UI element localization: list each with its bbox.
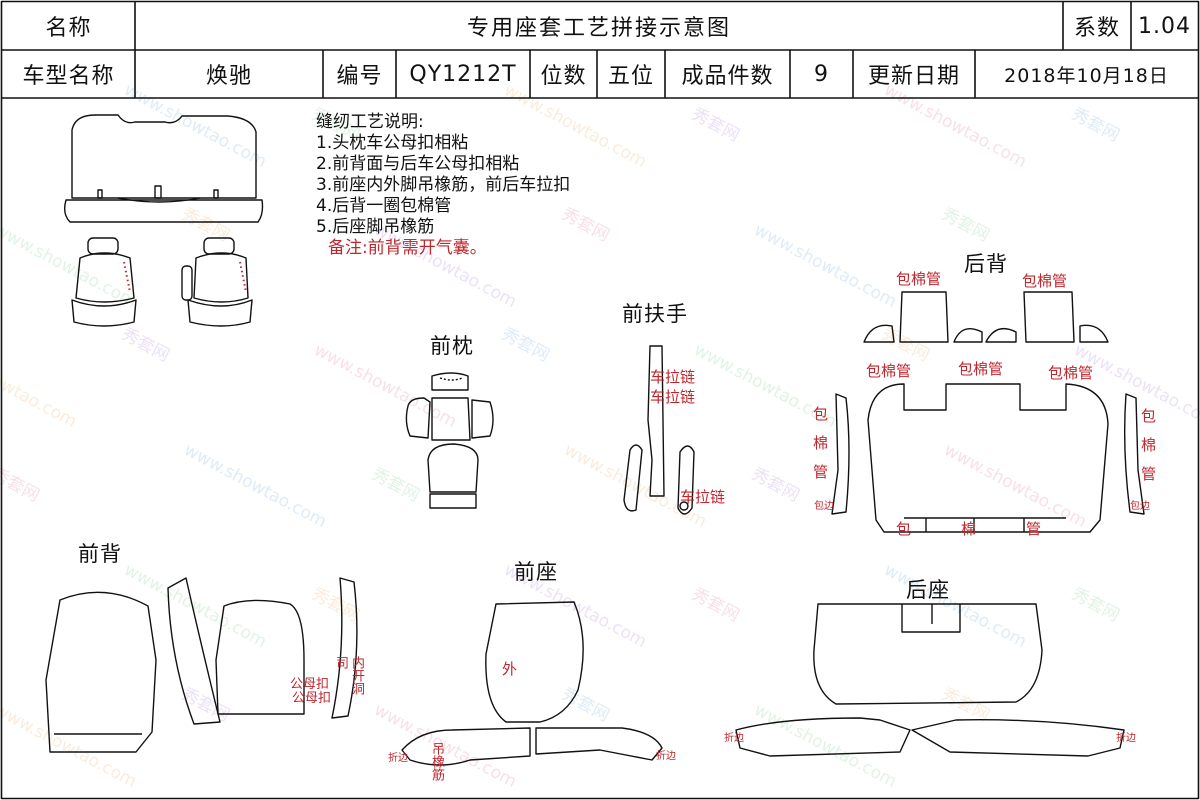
- notes-heading: 缝纫工艺说明:: [316, 112, 424, 132]
- annot-fold: 折边: [1116, 733, 1136, 744]
- note-item: 5.后座脚吊橡筋: [316, 217, 435, 237]
- annot-zipper: 车拉链: [650, 368, 696, 386]
- section-rear-back: 后背: [964, 252, 1008, 276]
- annot-fold: 折边: [656, 751, 676, 762]
- page-title: 专用座套工艺拼接示意图: [466, 16, 731, 41]
- section-front-armrest: 前扶手: [622, 302, 688, 326]
- note-item: 1.头枕车公母扣相粘: [316, 133, 469, 153]
- annot-inner-hole: 内开洞: [349, 656, 364, 695]
- annot-hem: 包边: [814, 501, 834, 512]
- note-item: 3.前座内外脚吊橡筋，前后车拉扣: [316, 175, 571, 195]
- annot-foam-vertical-right: 包棉管: [1139, 408, 1157, 495]
- annot-foam-tube: 包棉管: [866, 362, 912, 380]
- annot-foam-vertical-left: 包棉管: [811, 406, 829, 493]
- front-armrest-pieces: [623, 345, 695, 515]
- annot-foam-tube: 包棉管: [1048, 364, 1094, 382]
- pieces-label: 成品件数: [681, 64, 774, 89]
- pieces-value: 9: [814, 61, 829, 87]
- coef-value: 1.04: [1138, 13, 1191, 39]
- seats-value: 五位: [607, 64, 654, 89]
- annot-snap: 公母扣: [290, 677, 330, 692]
- code-value: QY1212T: [409, 61, 517, 87]
- sewing-notes: 缝纫工艺说明: 1.头枕车公母扣相粘 2.前背面与后车公母扣相粘 3.前座内外脚…: [316, 112, 570, 259]
- front-pillow-pieces: [405, 372, 494, 509]
- section-front-pillow: 前枕: [430, 334, 474, 358]
- section-rear-seat: 后座: [906, 578, 950, 602]
- front-seat-pieces: [401, 601, 663, 766]
- coef-label: 系数: [1073, 16, 1120, 41]
- seats-label: 位数: [540, 64, 587, 89]
- section-front-seat: 前座: [514, 560, 558, 584]
- model-label: 车型名称: [22, 64, 115, 89]
- rear-back-pieces: [831, 291, 1145, 533]
- date-label: 更新日期: [867, 64, 960, 89]
- front-seat-thumbnail-right: [181, 237, 253, 327]
- section-front-back: 前背: [78, 542, 122, 566]
- header-name-label: 名称: [45, 16, 92, 41]
- annot-foam-tube: 包棉管: [958, 360, 1004, 378]
- annot-fold: 折边: [388, 753, 408, 764]
- annot-foam-bottom: 包棉管: [896, 520, 1092, 538]
- note-item: 4.后背一圈包棉管: [316, 196, 452, 216]
- rear-bench-thumbnail: [63, 114, 264, 223]
- annot-zipper: 车拉链: [680, 488, 726, 506]
- notes-remark: 备注:前背需开气囊。: [328, 238, 487, 258]
- annot-foam-tube: 包棉管: [1022, 272, 1068, 290]
- rear-seat-pieces: [735, 603, 1125, 757]
- annot-snap: 公母扣: [292, 691, 332, 706]
- annot-hook: 司: [333, 656, 348, 669]
- note-item: 2.前背面与后车公母扣相粘: [316, 154, 520, 174]
- annot-foam-tube: 包棉管: [896, 270, 942, 288]
- annot-outer: 外: [502, 660, 518, 678]
- annot-zipper: 车拉链: [650, 388, 696, 406]
- date-value: 2018年10月18日: [1004, 64, 1169, 87]
- front-seat-thumbnail-left: [71, 237, 137, 327]
- annot-hem: 包边: [1130, 501, 1150, 512]
- annot-fold: 折边: [724, 733, 744, 744]
- model-value: 焕驰: [205, 64, 252, 89]
- code-label: 编号: [336, 64, 383, 89]
- annot-elastic: 吊橡筋: [429, 742, 444, 781]
- front-back-pieces: [45, 577, 358, 753]
